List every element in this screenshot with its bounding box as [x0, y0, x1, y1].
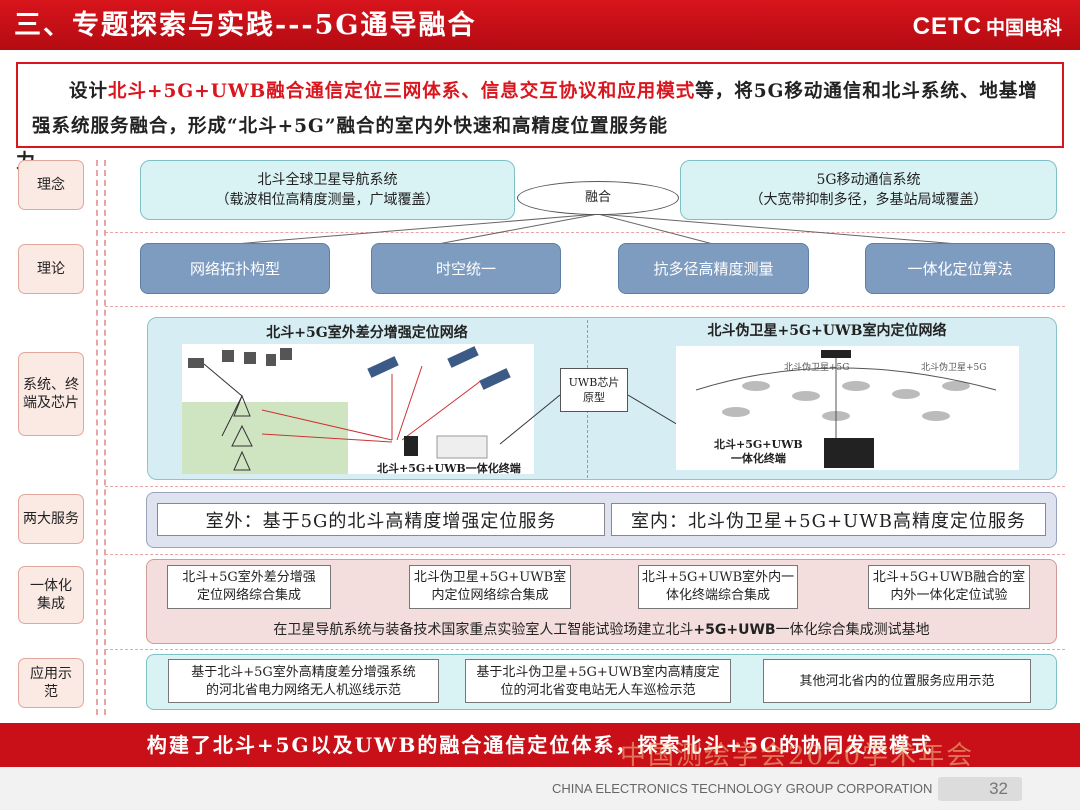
- service-outdoor: 室外：基于5G的北斗高精度增强定位服务: [157, 503, 605, 536]
- application-item-line2: 的河北省电力网络无人机巡线示范: [205, 683, 401, 698]
- outdoor-terminal-caption: 北斗+5G+UWB一体化终端: [377, 462, 521, 475]
- concept-beidou-line1: 北斗全球卫星导航系统: [257, 172, 398, 188]
- application-item-line2: 位的河北省变电站无人车巡检示范: [500, 683, 696, 698]
- theory-item-time-space: 时空统一: [371, 243, 561, 294]
- chip-line2: 原型: [583, 391, 605, 404]
- conclusion-banner: 构建了北斗+5G以及UWB的融合通信定位体系，探索北斗+5G的协同发展模式: [0, 723, 1080, 767]
- indoor-network-diagram: 北斗伪卫星+5G 北斗伪卫星+5G: [676, 346, 1019, 470]
- outdoor-network-diagram: [182, 344, 534, 474]
- corporation-name: CHINA ELECTRONICS TECHNOLOGY GROUP CORPO…: [552, 781, 933, 796]
- header-bar: [0, 0, 1080, 50]
- application-item-line1: 基于北斗+5G室外高精度差分增强系统: [191, 665, 416, 680]
- note-part1: 在卫星导航系统与装备技术国家重点实验室人工智能试验场建立北斗: [273, 622, 694, 638]
- watermark: 中国测绘学会2020学术年会: [620, 741, 975, 771]
- page-number: 32: [938, 777, 1022, 801]
- integration-item-line1: 北斗伪卫星+5G+UWB室: [413, 570, 567, 585]
- outdoor-network-illustration: [182, 346, 511, 474]
- system-right-title: 北斗伪卫星+5G+UWB室内定位网络: [707, 323, 947, 339]
- intro-highlight: 北斗+5G+UWB融合通信定位三网体系、信息交互协议和应用模式: [108, 81, 696, 102]
- row-label-theory: 理论: [18, 244, 84, 294]
- theory-item-topology: 网络拓扑构型: [140, 243, 330, 294]
- logo-cn: 中国电科: [985, 17, 1062, 39]
- footer-bar: [0, 767, 1080, 810]
- application-item-vehicle: 基于北斗伪卫星+5G+UWB室内高精度定 位的河北省变电站无人车巡检示范: [465, 659, 731, 703]
- chip-line1: UWB芯片: [568, 376, 620, 389]
- indoor-caption-line2: 一体化终端: [730, 452, 786, 465]
- row-label-concept: 理念: [18, 160, 84, 210]
- indoor-network-illustration: 北斗伪卫星+5G 北斗伪卫星+5G: [695, 350, 997, 468]
- intro-part1: 设计: [69, 81, 109, 102]
- row-label-system: 系统、终端及芯片: [18, 352, 84, 436]
- note-part3: 一体化综合集成测试基地: [775, 622, 930, 638]
- divider-h1: [105, 232, 1065, 233]
- note-part2: +5G+UWB: [693, 622, 776, 638]
- logo-brand: CETC: [912, 13, 982, 40]
- divider-vertical-right: [104, 160, 106, 715]
- integration-item-line1: 北斗+5G室外差分增强: [182, 570, 316, 585]
- integration-item-line1: 北斗+5G+UWB融合的室: [872, 570, 1026, 585]
- row-label-services: 两大服务: [18, 494, 84, 544]
- divider-vertical-left: [96, 160, 98, 715]
- application-item-other: 其他河北省内的位置服务应用示范: [763, 659, 1031, 703]
- theory-item-algorithm: 一体化定位算法: [865, 243, 1055, 294]
- concept-beidou-line2: （载波相位高精度测量，广域覆盖）: [215, 192, 440, 208]
- application-item-drone: 基于北斗+5G室外高精度差分增强系统 的河北省电力网络无人机巡线示范: [168, 659, 439, 703]
- divider-h5: [105, 649, 1065, 650]
- concept-5g-line1: 5G移动通信系统: [816, 172, 921, 188]
- fusion-ellipse: 融合: [517, 181, 679, 215]
- svg-text:北斗伪卫星+5G: 北斗伪卫星+5G: [784, 361, 849, 373]
- integration-item-line2: 体化终端综合集成: [665, 588, 770, 603]
- row-label-integration: 一体化集成: [18, 566, 84, 624]
- integration-item-test: 北斗+5G+UWB融合的室 内外一体化定位试验: [868, 565, 1030, 609]
- intro-part2: 等，将5G移动通信和北斗系统、地基增强系统服务融合，形成“北斗+5G”融合的室内…: [32, 81, 1038, 137]
- application-item-line1: 其他河北省内的位置服务应用示范: [799, 674, 995, 689]
- page-title: 三、专题探索与实践---5G通导融合: [14, 10, 477, 41]
- concept-5g-box: 5G移动通信系统 （大宽带抑制多径，多基站局域覆盖）: [680, 160, 1057, 220]
- svg-text:北斗伪卫星+5G: 北斗伪卫星+5G: [921, 361, 986, 373]
- theory-item-anti-multipath: 抗多径高精度测量: [618, 243, 809, 294]
- service-indoor: 室内：北斗伪卫星+5G+UWB高精度定位服务: [611, 503, 1046, 536]
- integration-note: 在卫星导航系统与装备技术国家重点实验室人工智能试验场建立北斗+5G+UWB一体化…: [146, 617, 1057, 643]
- indoor-terminal-caption: 北斗+5G+UWB 一体化终端: [714, 438, 803, 466]
- integration-item-outdoor: 北斗+5G室外差分增强 定位网络综合集成: [167, 565, 331, 609]
- integration-item-line2: 内外一体化定位试验: [890, 588, 1008, 603]
- divider-h4: [105, 554, 1065, 555]
- integration-item-line2: 定位网络综合集成: [196, 588, 301, 603]
- row-label-application: 应用示范: [18, 658, 84, 708]
- divider-h3: [105, 486, 1065, 487]
- concept-beidou-box: 北斗全球卫星导航系统 （载波相位高精度测量，广域覆盖）: [140, 160, 515, 220]
- divider-h2: [105, 306, 1065, 307]
- integration-item-indoor: 北斗伪卫星+5G+UWB室 内定位网络综合集成: [409, 565, 571, 609]
- integration-item-line2: 内定位网络综合集成: [431, 588, 549, 603]
- concept-5g-line2: （大宽带抑制多径，多基站局域覆盖）: [749, 192, 988, 208]
- intro-paragraph: 设计北斗+5G+UWB融合通信定位三网体系、信息交互协议和应用模式等，将5G移动…: [16, 62, 1064, 148]
- uwb-chip-box: UWB芯片 原型: [560, 368, 628, 412]
- system-left-title: 北斗+5G室外差分增强定位网络: [266, 325, 468, 341]
- application-item-line1: 基于北斗伪卫星+5G+UWB室内高精度定: [476, 665, 720, 680]
- indoor-caption-line1: 北斗+5G+UWB: [714, 438, 803, 451]
- integration-item-terminal: 北斗+5G+UWB室外内一 体化终端综合集成: [638, 565, 798, 609]
- integration-item-line1: 北斗+5G+UWB室外内一: [641, 570, 795, 585]
